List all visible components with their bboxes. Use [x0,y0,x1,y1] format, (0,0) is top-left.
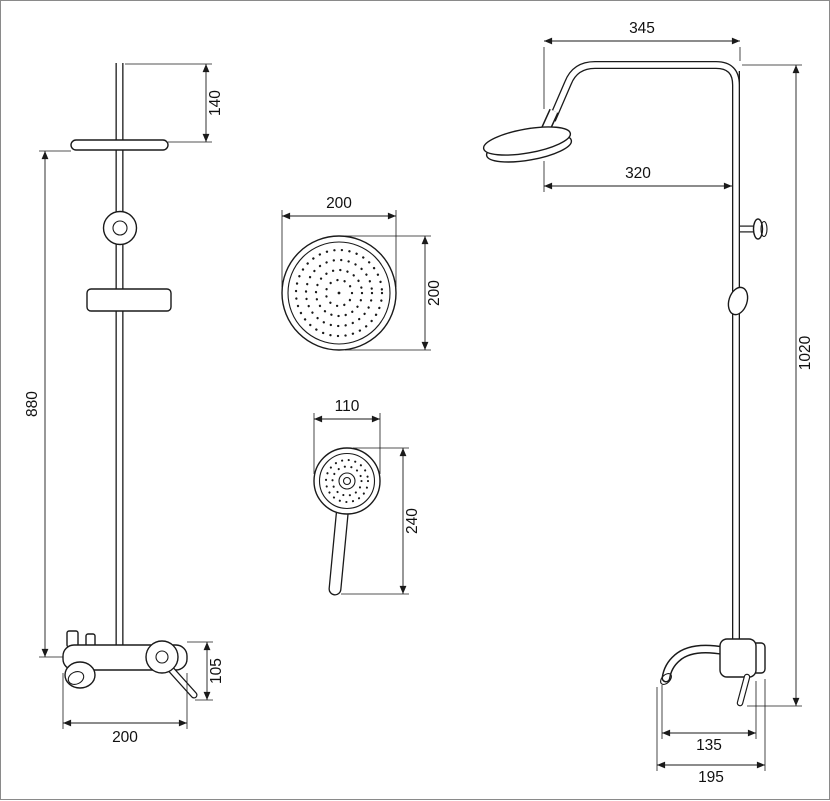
dim-label-side-arm-reach: 345 [629,20,655,37]
dim-label-front-mixer-height: 105 [208,658,225,684]
dim-side-head-offset: 320 [543,161,732,192]
dim-label-front-top-offset: 140 [207,90,224,116]
dim-handshower-width: 110 [313,398,381,474]
dim-side-base-depth: 195 [656,679,766,786]
dim-front-mixer-height: 105 [187,641,225,701]
dim-front-top-offset: 140 [125,63,224,143]
dim-side-spout-reach: 135 [661,681,757,754]
hand-shower-holder-front [102,210,138,246]
overhead-shower-edge [70,139,169,151]
dim-label-front-mixer-width: 200 [112,729,138,746]
dim-side-arm-reach: 345 [543,20,741,109]
hand-shower-handle [328,498,350,596]
dim-handshower-length: 240 [341,447,421,595]
dim-front-mixer-width: 200 [62,673,188,746]
dim-side-total-height: 1020 [742,64,814,707]
hose-mount-side [727,286,749,316]
shower-arm [548,61,740,122]
hand-shower-face [313,447,381,515]
dim-label-handshower-width: 110 [335,398,360,415]
front-view: 140 880 105 200 [24,63,225,746]
rain-head-side [482,108,573,163]
dim-label-handshower-length: 240 [404,508,421,534]
dim-front-column-height: 880 [24,150,71,658]
nozzle-dots [294,248,384,338]
rain-head-top-view: 200 200 [281,195,443,351]
dim-label-side-head-offset: 320 [625,165,651,182]
dim-label-side-base-depth: 195 [698,769,724,786]
side-view: 345 320 1020 135 195 [482,20,814,786]
dim-rainhead-width: 200 [281,195,397,287]
dim-label-rainhead-width: 200 [326,195,352,212]
mixer-front [62,630,198,699]
dim-label-rainhead-height: 200 [426,280,443,306]
soap-shelf [86,288,172,312]
dim-rainhead-height: 200 [345,235,443,351]
mixer-lever-side [736,673,751,707]
hand-shower-nozzles [324,458,370,504]
dim-label-side-total-height: 1020 [797,335,814,370]
dim-label-front-column-height: 880 [24,391,41,417]
dim-label-side-spout-reach: 135 [696,737,722,754]
mixer-side [660,638,766,707]
holder-knob-side [740,218,768,240]
hand-shower-view: 110 240 [313,398,421,596]
